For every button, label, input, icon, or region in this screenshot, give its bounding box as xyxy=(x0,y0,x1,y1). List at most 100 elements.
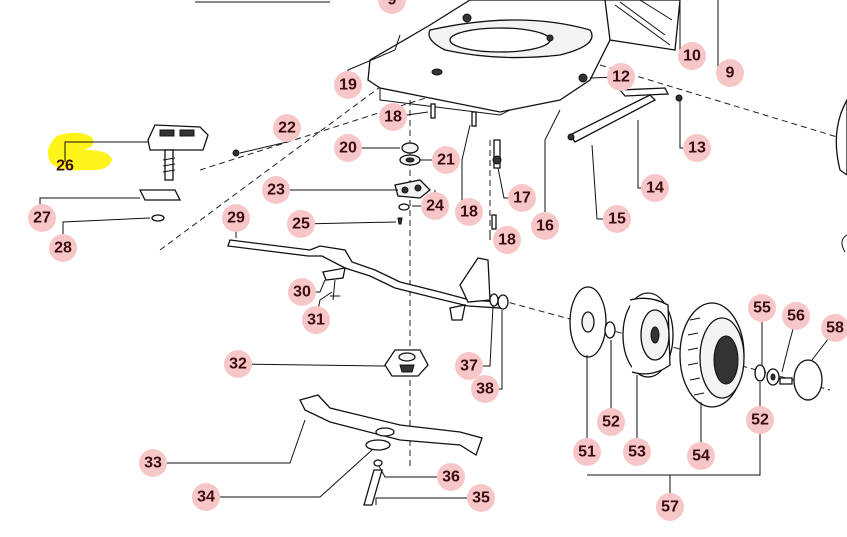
callout-10: 10 xyxy=(678,42,706,70)
adjust-lever-knob xyxy=(147,124,209,181)
callout-33: 33 xyxy=(139,449,167,477)
callout-number: 24 xyxy=(426,198,444,215)
axle-clip xyxy=(322,267,346,301)
callout-23: 23 xyxy=(262,176,290,204)
mower-deck xyxy=(367,0,621,116)
callout-number: 30 xyxy=(293,284,311,301)
callout-31: 31 xyxy=(302,306,330,334)
callout-32: 32 xyxy=(224,350,252,378)
wheel-tyre xyxy=(679,302,745,408)
callout-13: 13 xyxy=(683,134,711,162)
callout-number: 52 xyxy=(751,412,769,429)
callout-17: 17 xyxy=(508,184,536,212)
callout-number: 35 xyxy=(472,490,490,507)
callout-bubble xyxy=(687,442,715,470)
callout-bubble xyxy=(432,146,460,174)
callout-bubble xyxy=(471,375,499,403)
callout-number: 17 xyxy=(513,190,531,207)
callout-bubble xyxy=(378,0,406,14)
callout-bubble xyxy=(49,234,77,262)
callout-number: 32 xyxy=(229,356,247,373)
callout-bubble xyxy=(437,463,465,491)
callout-56: 56 xyxy=(782,302,810,330)
callout-number: 16 xyxy=(536,218,554,235)
callout-55: 55 xyxy=(748,294,776,322)
callout-9: 9 xyxy=(716,59,744,87)
rear-flap xyxy=(604,0,681,51)
wheel-washers xyxy=(754,364,793,386)
callout-bubble xyxy=(493,226,521,254)
callout-bubble xyxy=(746,406,774,434)
callout-22: 22 xyxy=(273,114,301,142)
rear-wheel-edge xyxy=(835,98,847,176)
callout-bubble xyxy=(603,205,631,233)
callout-labels: 9109121314151617181818192021222324252627… xyxy=(28,0,847,521)
callout-bubble xyxy=(641,174,669,202)
callout-bubble xyxy=(455,352,483,380)
callout-number: 18 xyxy=(460,204,478,221)
axle-bracket xyxy=(394,179,431,225)
callout-bubble xyxy=(334,71,362,99)
callout-number: 10 xyxy=(683,48,701,65)
callout-18c: 18 xyxy=(493,226,521,254)
wheel-cover xyxy=(793,359,823,401)
callout-bubble xyxy=(607,63,635,91)
callout-number: 20 xyxy=(339,140,357,157)
callout-bubble xyxy=(455,198,483,226)
callout-number: 56 xyxy=(787,308,805,325)
callout-bubble xyxy=(656,493,684,521)
callout-20: 20 xyxy=(334,134,362,162)
callout-number: 15 xyxy=(608,211,626,228)
callout-bubble xyxy=(573,438,601,466)
assembly-axis xyxy=(599,64,847,141)
highlight-marker xyxy=(47,132,112,171)
callout-26: 26 xyxy=(56,158,74,175)
pulley-assembly xyxy=(399,142,421,166)
callout-bubble xyxy=(748,294,776,322)
callout-bubble xyxy=(192,483,220,511)
cutting-blade xyxy=(299,394,483,456)
callout-bubble xyxy=(224,350,252,378)
callout-number: 22 xyxy=(278,120,296,137)
callout-18a: 18 xyxy=(379,103,407,131)
height-adjust-rod xyxy=(567,73,683,143)
callout-number: 57 xyxy=(661,499,679,516)
callout-34: 34 xyxy=(192,483,220,511)
callout-bubble xyxy=(678,42,706,70)
callout-number: 29 xyxy=(227,210,245,227)
callout-bubble xyxy=(302,306,330,334)
callout-number: 13 xyxy=(688,140,706,157)
callout-number: 37 xyxy=(460,358,478,375)
callout-bubble xyxy=(28,204,56,232)
rear-wheel-edge xyxy=(841,234,847,253)
callout-bubble xyxy=(273,114,301,142)
callout-bubble xyxy=(508,184,536,212)
callout-number: 28 xyxy=(54,240,72,257)
callout-27: 27 xyxy=(28,204,56,232)
callout-30: 30 xyxy=(288,278,316,306)
callout-number: 27 xyxy=(33,210,51,227)
callout-37: 37 xyxy=(455,352,483,380)
callout-bubble xyxy=(421,192,449,220)
callout-number: 58 xyxy=(826,320,844,337)
callout-number: 34 xyxy=(197,489,215,506)
callout-38: 38 xyxy=(471,375,499,403)
callout-number: 21 xyxy=(437,152,455,169)
callout-36: 36 xyxy=(437,463,465,491)
callout-bubble xyxy=(683,134,711,162)
wheel-hub-cap xyxy=(569,286,616,358)
callout-number: 33 xyxy=(144,455,162,472)
callout-bubble xyxy=(262,176,290,204)
callout-53: 53 xyxy=(623,438,651,466)
callout-number: 12 xyxy=(612,69,630,86)
callout-52a: 52 xyxy=(597,408,625,436)
callout-number: 36 xyxy=(442,469,460,486)
callout-number: 9 xyxy=(726,65,735,82)
callout-bubble xyxy=(287,210,315,238)
callout-52b: 52 xyxy=(746,406,774,434)
callout-58: 58 xyxy=(821,314,847,342)
callout-number: 18 xyxy=(498,232,516,249)
callout-bubble xyxy=(222,204,250,232)
